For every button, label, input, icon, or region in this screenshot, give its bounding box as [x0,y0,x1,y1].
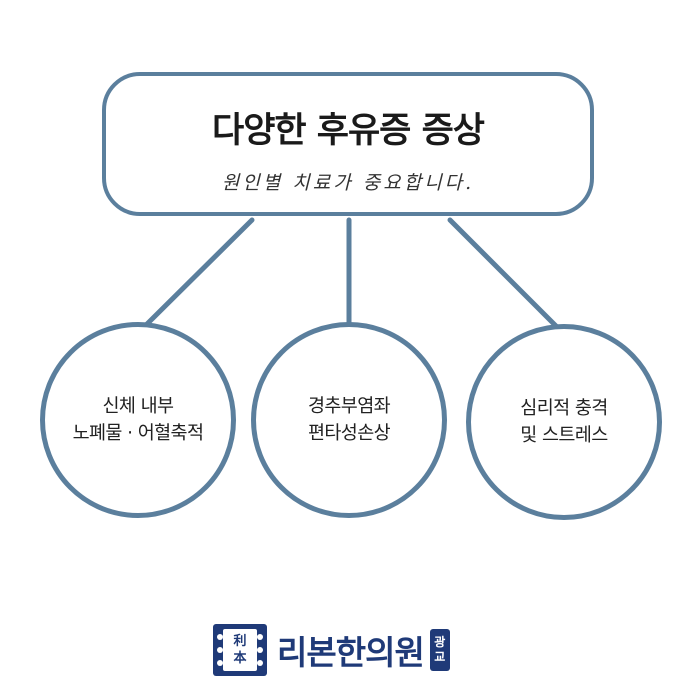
symptom-text-3: 심리적 충격 및 스트레스 [520,395,608,449]
symptom-1-line-1: 신체 내부 [102,396,175,417]
main-title: 다양한 후유증 증상 [212,111,485,151]
title-box: 다양한 후유증 증상 원인별 치료가 중요합니다. [102,72,594,216]
subtitle: 원인별 치료가 중요합니다. [221,172,475,194]
symptom-text-1: 신체 내부 노폐물 · 어혈축적 [73,393,204,447]
symptom-2-line-2: 편타성손상 [307,423,391,444]
symptom-circle-3: 심리적 충격 및 스트레스 [466,324,662,520]
seal-char-2: 本 [233,651,247,666]
symptom-1-line-2: 노폐물 · 어혈축적 [72,423,204,444]
clinic-name: 리본한의원 [277,633,425,672]
seal-char-1: 利 [233,634,247,649]
symptom-circle-1: 신체 내부 노폐물 · 어혈축적 [40,322,236,518]
connector-right [447,217,559,329]
branch-char-2: 교 [434,650,446,664]
seal-characters: 利 本 [223,629,257,671]
branch-char-1: 광 [434,635,446,649]
clinic-logo: 利 本 리본한의원 광 교 [213,624,450,676]
symptom-3-line-1: 심리적 충격 [520,398,608,419]
seal-icon: 利 本 [213,624,267,676]
connector-left [142,217,255,329]
branch-badge: 광 교 [429,629,450,671]
symptom-circle-2: 경추부염좌 편타성손상 [251,322,447,518]
symptom-2-line-1: 경추부염좌 [307,396,391,417]
symptom-text-2: 경추부염좌 편타성손상 [307,393,391,447]
symptom-3-line-2: 및 스트레스 [520,425,608,446]
